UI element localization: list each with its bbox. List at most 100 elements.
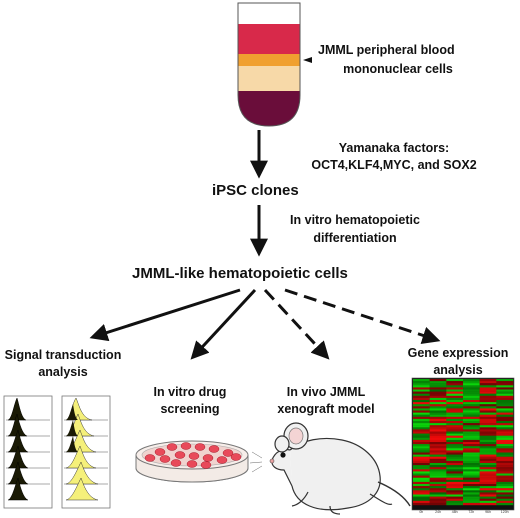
heatmap-cell bbox=[429, 484, 447, 487]
flow-histogram-yellow bbox=[61, 395, 111, 509]
heatmap-cell bbox=[429, 488, 447, 491]
heatmap-cell bbox=[496, 488, 514, 491]
heatmap-cell bbox=[463, 385, 480, 388]
heatmap-cell bbox=[496, 460, 514, 464]
heatmap-cell bbox=[463, 481, 480, 485]
heatmap-cell bbox=[446, 473, 464, 476]
plasma-layer bbox=[238, 24, 300, 54]
heatmap-cell bbox=[413, 471, 430, 474]
pointer-arrow-icon bbox=[303, 57, 312, 63]
label-differentiation-line1: In vitro hematopoietic bbox=[290, 213, 420, 227]
heatmap-cell bbox=[496, 484, 514, 487]
heatmap-cell bbox=[413, 418, 430, 422]
heatmap-cell bbox=[413, 460, 430, 464]
heatmap-cell bbox=[446, 391, 464, 394]
heatmap-cell bbox=[479, 425, 497, 428]
heatmap-cell bbox=[446, 486, 464, 489]
heatmap-cell bbox=[496, 408, 514, 411]
heatmap-cell bbox=[446, 412, 464, 415]
heatmap-cell bbox=[429, 408, 447, 411]
heatmap-cell bbox=[413, 410, 430, 413]
label-xenograft-line1: In vivo JMML bbox=[286, 385, 366, 399]
heatmap-cell bbox=[496, 404, 514, 407]
heatmap-cell bbox=[463, 444, 480, 447]
heatmap-cell bbox=[446, 458, 464, 462]
heatmap-cell bbox=[429, 402, 447, 405]
heatmap-cell bbox=[479, 381, 497, 384]
heatmap-cell bbox=[446, 408, 464, 411]
heatmap-cell bbox=[496, 458, 514, 462]
heatmap-cell bbox=[463, 433, 480, 436]
heatmap-cell bbox=[496, 414, 514, 417]
heatmap-cell bbox=[413, 416, 430, 420]
heatmap-cell bbox=[429, 410, 447, 413]
heatmap-cell bbox=[413, 465, 430, 468]
heatmap-cell bbox=[429, 492, 447, 495]
heatmap-cell bbox=[479, 456, 497, 459]
heatmap-cell bbox=[496, 467, 514, 470]
heatmap-cell bbox=[479, 467, 497, 470]
heatmap-cell bbox=[429, 500, 447, 504]
heatmap-cell bbox=[463, 421, 480, 424]
heatmap-cell bbox=[446, 393, 464, 396]
heatmap-cell bbox=[413, 397, 430, 401]
heatmap-cell bbox=[496, 402, 514, 405]
heatmap-cell bbox=[463, 463, 480, 466]
heatmap-cell bbox=[479, 421, 497, 424]
label-gene-line2: analysis bbox=[433, 363, 483, 377]
heatmap-cell bbox=[496, 406, 514, 409]
heatmap-cell bbox=[479, 498, 497, 501]
buffy-coat-layer bbox=[238, 54, 300, 66]
heatmap-cell bbox=[429, 467, 447, 470]
heatmap-cell bbox=[429, 481, 447, 485]
heatmap-cell bbox=[446, 423, 464, 426]
heatmap-cell bbox=[413, 383, 430, 386]
heatmap-cell bbox=[429, 463, 447, 466]
heatmap-cell bbox=[496, 475, 514, 478]
heatmap-cell bbox=[463, 410, 480, 413]
heatmap-cell bbox=[496, 391, 514, 394]
heatmap-cell bbox=[446, 389, 464, 392]
heatmap-cell bbox=[479, 490, 497, 493]
heatmap-cell bbox=[446, 406, 464, 409]
heatmap-cell bbox=[429, 452, 447, 455]
heatmap-cell bbox=[479, 389, 497, 392]
heatmap-cell bbox=[413, 423, 430, 426]
heatmap-cell bbox=[463, 414, 480, 417]
heatmap-cell bbox=[446, 425, 464, 428]
heatmap-cell bbox=[496, 490, 514, 493]
heatmap-cell bbox=[413, 484, 430, 487]
heatmap-cell bbox=[496, 383, 514, 386]
heatmap-cell bbox=[446, 475, 464, 478]
heatmap-cell bbox=[463, 460, 480, 464]
heatmap-cell bbox=[496, 446, 514, 449]
heatmap-cell bbox=[446, 477, 464, 480]
heatmap-cell bbox=[429, 427, 447, 430]
heatmap-cell bbox=[413, 492, 430, 495]
heatmap-cell bbox=[496, 437, 514, 441]
heatmap-cell bbox=[413, 431, 430, 434]
heatmap-cell bbox=[463, 381, 480, 384]
heatmap-cell bbox=[429, 397, 447, 401]
heatmap-cell bbox=[479, 412, 497, 415]
heatmap-cell bbox=[413, 500, 430, 504]
heatmap-cell bbox=[446, 418, 464, 422]
heatmap-cell bbox=[446, 427, 464, 430]
heatmap-cell bbox=[496, 395, 514, 399]
heatmap-cell bbox=[413, 427, 430, 430]
heatmap-cell bbox=[463, 467, 480, 470]
heatmap-cell bbox=[479, 418, 497, 422]
heatmap-cell bbox=[479, 502, 497, 506]
label-factors-line1: Yamanaka factors: bbox=[338, 141, 450, 155]
heatmap-cell bbox=[429, 439, 447, 443]
heatmap-cell bbox=[446, 496, 464, 499]
heatmap-cell bbox=[496, 427, 514, 430]
heatmap-cell bbox=[429, 471, 447, 474]
heatmap-cell bbox=[429, 431, 447, 434]
heatmap-cell bbox=[446, 498, 464, 501]
heatmap-cell bbox=[463, 404, 480, 407]
pbmc-layer bbox=[238, 66, 300, 91]
heatmap-cell bbox=[479, 469, 497, 472]
heatmap-cell bbox=[463, 479, 480, 483]
heatmap-cell bbox=[429, 423, 447, 426]
